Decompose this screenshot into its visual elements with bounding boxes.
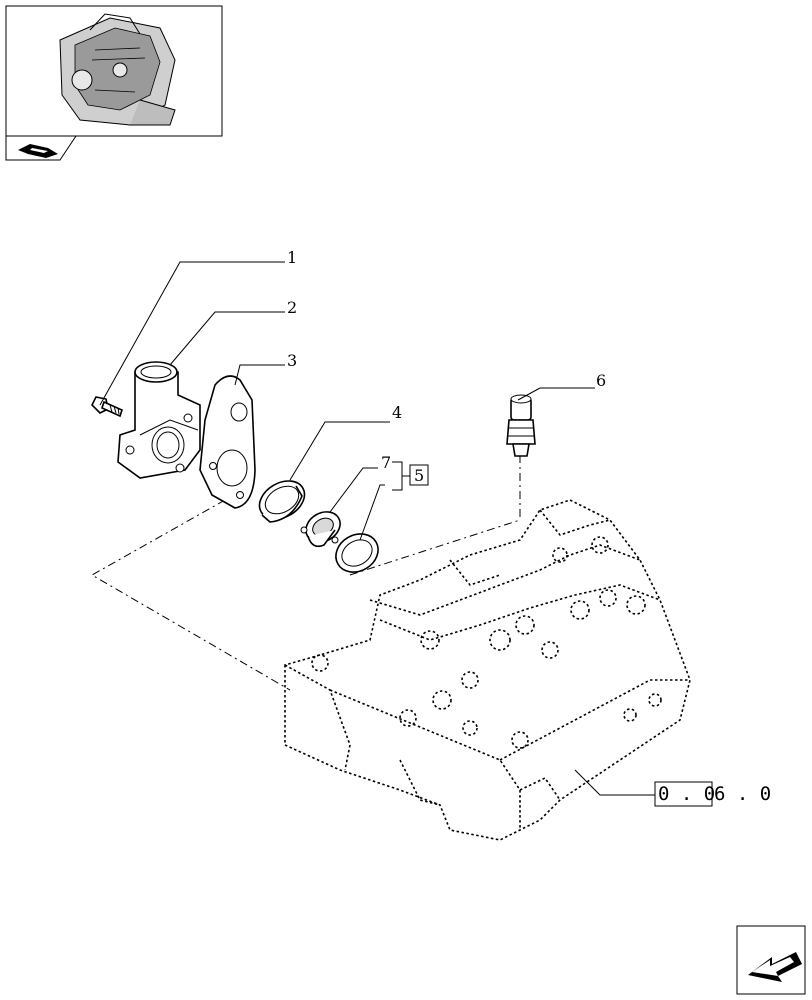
ring-part[interactable] <box>253 473 312 526</box>
engine-thumbnail-icon <box>59 13 176 126</box>
book-icon[interactable] <box>18 144 58 158</box>
cylinder-head-part <box>284 499 691 841</box>
leader-lines <box>99 261 655 796</box>
thermostat-valve-part[interactable] <box>300 506 345 548</box>
gasket-part[interactable] <box>199 375 256 509</box>
section-reference[interactable]: 0 . 0 6 . 0 <box>654 781 771 807</box>
callout-4: 4 <box>392 403 402 422</box>
head-bolt-holes <box>311 536 662 749</box>
next-page-arrow-icon[interactable] <box>736 925 806 995</box>
callout-1: 1 <box>287 248 297 267</box>
engine-thumbnail-frame <box>5 5 223 161</box>
callout-2: 2 <box>287 298 297 317</box>
callout-5-box[interactable]: 5 <box>409 464 429 486</box>
callout-5: 5 <box>414 466 424 485</box>
reference-boxed: 0 . 0 <box>658 783 715 805</box>
reference-rest: 6 . 0 <box>714 783 771 805</box>
temperature-sender-part[interactable] <box>506 394 536 457</box>
bolt-part[interactable] <box>91 396 123 418</box>
callout-7: 7 <box>381 453 391 472</box>
alignment-lines <box>90 455 521 691</box>
callout-3: 3 <box>287 351 297 370</box>
callout-6: 6 <box>596 371 606 390</box>
thermostat-housing-part[interactable] <box>117 361 201 479</box>
o-ring-seal-part[interactable] <box>329 526 385 579</box>
